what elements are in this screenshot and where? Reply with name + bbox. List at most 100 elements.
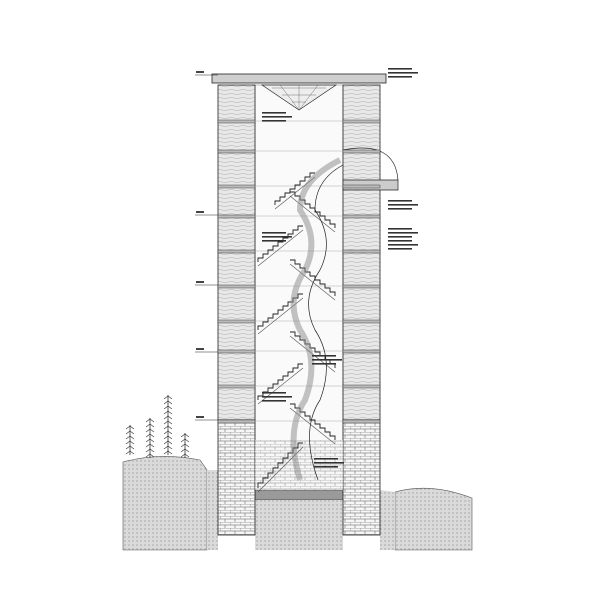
- floor-band: [217, 319, 256, 324]
- plant-leaf: [145, 448, 155, 453]
- plant-leaf: [163, 415, 173, 420]
- ground-left: [122, 456, 208, 551]
- foundation-below: [255, 500, 343, 550]
- floor-band: [217, 384, 256, 389]
- plant-leaf: [163, 450, 173, 455]
- stair-flight: [257, 225, 303, 262]
- annotation-text: [262, 240, 286, 242]
- stair-stringer: [257, 367, 304, 405]
- floor-band: [217, 349, 256, 354]
- annotation-text: [262, 120, 286, 122]
- floor-band: [342, 319, 381, 324]
- annotation-text: [262, 396, 292, 398]
- floor-band: [217, 214, 256, 219]
- plant-leaf: [163, 395, 173, 400]
- annotation-text: [312, 363, 336, 365]
- stair-stringer: [257, 229, 304, 267]
- stair-stringer: [289, 263, 336, 301]
- plant-leaf: [125, 445, 135, 450]
- floor-band: [217, 149, 256, 154]
- floor-band: [342, 284, 381, 289]
- balcony-railing: [342, 147, 399, 181]
- annotation-text: [388, 76, 412, 78]
- right-wall-brick: [342, 419, 381, 536]
- plant-leaf: [180, 443, 190, 448]
- plant-leaf: [145, 433, 155, 438]
- annotation-text: [388, 240, 412, 242]
- annotation-text: [262, 400, 286, 402]
- plant-leaf: [145, 423, 155, 428]
- plant-leaf: [125, 425, 135, 430]
- floor-band: [217, 284, 256, 289]
- annotation-text: [312, 359, 342, 361]
- plant-leaf: [125, 440, 135, 445]
- plant-leaf: [163, 435, 173, 440]
- floor-band: [342, 119, 381, 124]
- plant-leaf: [163, 440, 173, 445]
- plant-leaf: [180, 448, 190, 453]
- plant-leaf: [125, 435, 135, 440]
- floor-band: [217, 184, 256, 189]
- handrail: [308, 164, 344, 481]
- stair-stringer: [289, 195, 336, 233]
- plant-leaf: [163, 430, 173, 435]
- plant-leaf: [163, 410, 173, 415]
- plant-leaf: [125, 430, 135, 435]
- level-label: [196, 211, 204, 213]
- plant-leaf: [125, 450, 135, 455]
- annotation-text: [314, 458, 338, 460]
- annotation-text: [388, 232, 418, 234]
- annotation-text: [388, 204, 418, 206]
- annotation-text: [262, 392, 286, 394]
- level-label: [196, 281, 204, 283]
- level-label: [196, 71, 204, 73]
- annotation-text: [388, 208, 412, 210]
- floor-band: [342, 184, 381, 189]
- plant-leaf: [145, 443, 155, 448]
- annotation-text: [262, 116, 292, 118]
- plant-leaf: [180, 438, 190, 443]
- left-wall-brick: [217, 419, 256, 536]
- annotations: [195, 68, 418, 468]
- floor-band: [217, 419, 256, 424]
- roof-cap: [211, 73, 387, 84]
- plant-leaf: [145, 418, 155, 423]
- annotation-text: [388, 200, 412, 202]
- annotation-text: [388, 248, 412, 250]
- floor-band: [342, 384, 381, 389]
- plant-leaf: [163, 405, 173, 410]
- annotation-text: [312, 355, 336, 357]
- floor-band: [217, 119, 256, 124]
- vegetation: [125, 395, 190, 458]
- annotation-text: [314, 466, 338, 468]
- ground-right: [394, 487, 473, 551]
- annotation-text: [388, 72, 418, 74]
- annotation-text: [262, 232, 286, 234]
- annotation-text: [262, 112, 286, 114]
- plant-leaf: [163, 425, 173, 430]
- stair-flight: [274, 172, 315, 205]
- plant-leaf: [145, 438, 155, 443]
- plant-leaf: [145, 453, 155, 458]
- plant-leaf: [163, 420, 173, 425]
- stair-flight: [290, 259, 336, 296]
- annotation-text: [388, 228, 412, 230]
- foundation-slab: [254, 489, 344, 501]
- floor-bands: [217, 119, 381, 424]
- plant-leaf: [163, 400, 173, 405]
- floor-band: [342, 419, 381, 424]
- floor-band: [342, 249, 381, 254]
- floor-band: [342, 149, 381, 154]
- annotation-text: [262, 236, 292, 238]
- stair-core: [290, 157, 342, 481]
- level-label: [196, 416, 204, 418]
- annotation-text: [388, 236, 412, 238]
- plant-leaf: [163, 445, 173, 450]
- plant-leaf: [180, 453, 190, 458]
- annotation-text: [388, 68, 412, 70]
- level-label: [196, 348, 204, 350]
- floor-band: [342, 214, 381, 219]
- floor-band: [217, 249, 256, 254]
